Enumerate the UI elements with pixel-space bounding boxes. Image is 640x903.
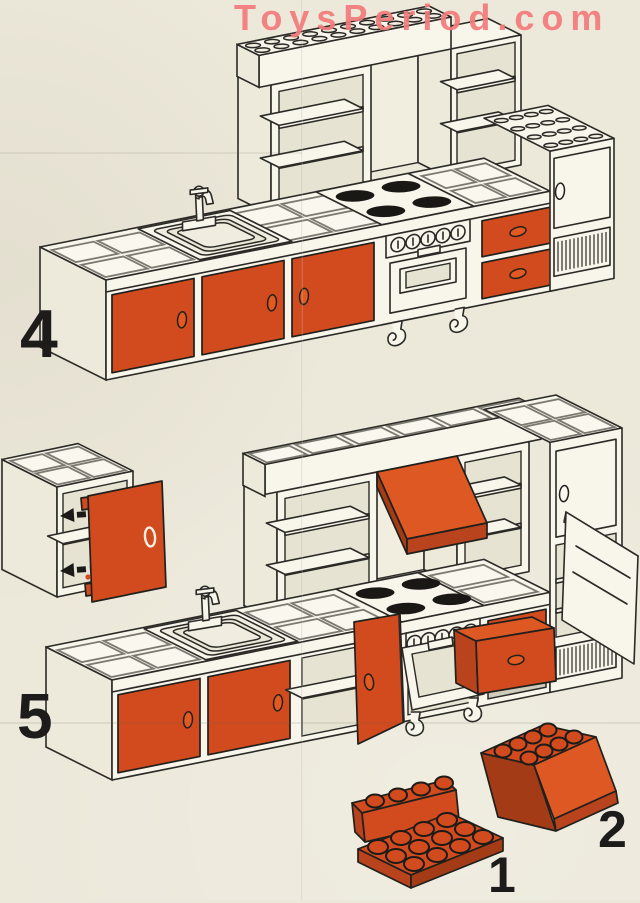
- cabinet-door: [112, 278, 194, 372]
- base-cabinets-step4: [106, 138, 614, 403]
- step-5-number: 5: [17, 680, 53, 752]
- cabinet-door: [202, 260, 284, 354]
- pulled-out-drawer: [454, 617, 556, 694]
- small-cabinet-with-door: [2, 444, 166, 602]
- open-cabinet-door: [354, 614, 404, 744]
- studs: [366, 777, 453, 808]
- wall-shelf-unit-with-hood: [243, 398, 541, 624]
- studs: [368, 813, 493, 871]
- step-4-kitchen-illustration: [40, 3, 614, 404]
- countertop-step5: [46, 559, 550, 780]
- part-2-label: 2: [598, 801, 627, 859]
- step-4-number: 4: [20, 296, 58, 372]
- part-2-slope-brick: [481, 724, 618, 832]
- watermark-text: ToysPeriod.com: [234, 0, 610, 38]
- faucet-icon: [187, 585, 223, 632]
- wall-shelf-unit: [237, 3, 521, 217]
- open-refrigerator-door: [562, 512, 638, 664]
- cabinet-door: [118, 678, 200, 772]
- part-1-label: 1: [488, 847, 516, 903]
- part-1-brick: [352, 777, 503, 889]
- step-5-kitchen-illustration: [2, 395, 638, 780]
- range-hood: [377, 456, 487, 554]
- countertop-step4: [40, 158, 550, 380]
- column-top: [484, 395, 622, 442]
- refrigerator: [550, 138, 614, 291]
- detached-door: [81, 481, 166, 602]
- stove-burners: [335, 180, 452, 218]
- studs: [495, 724, 583, 765]
- oven: [386, 219, 470, 349]
- cabinet-door: [292, 242, 374, 336]
- stove-burners: [355, 578, 472, 615]
- faucet-icon: [181, 185, 217, 232]
- top-brick-studs: [237, 6, 451, 55]
- cabinet-door: [208, 660, 290, 754]
- refrigerator-top-studs: [484, 105, 614, 151]
